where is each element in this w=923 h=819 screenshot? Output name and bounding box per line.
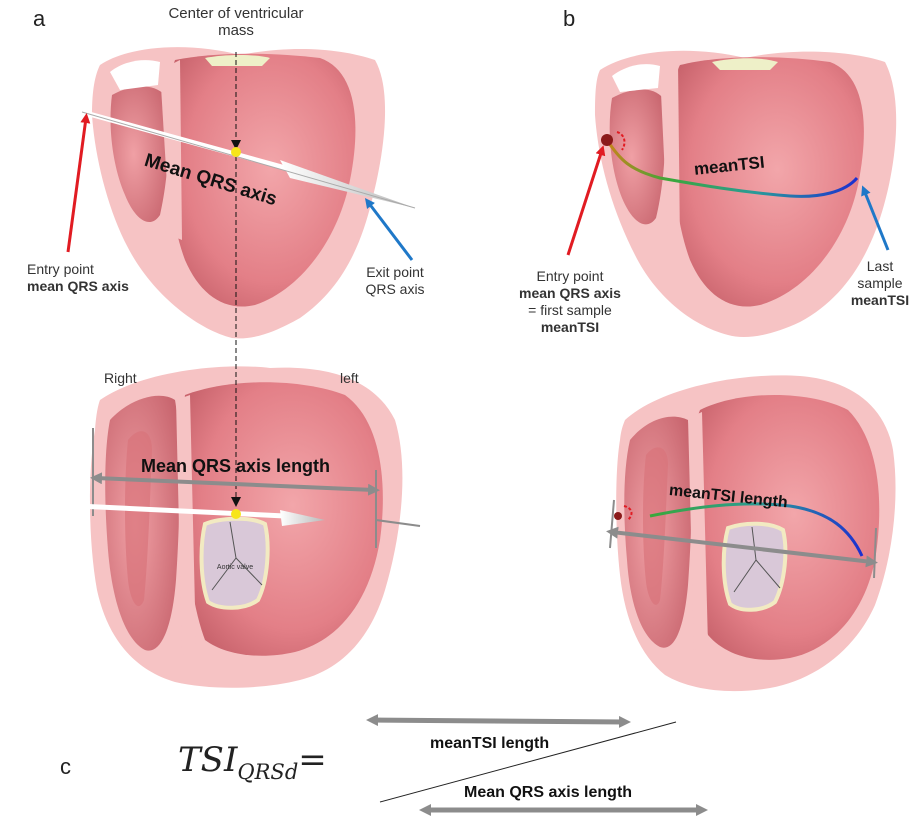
exit-point-label: Exit point QRS axis	[345, 264, 445, 298]
formula-denominator: Mean QRS axis length	[464, 784, 632, 802]
formula-equals: =	[298, 740, 327, 780]
formula-lhs-text: TSI	[178, 740, 237, 780]
entry-point-b-line1: Entry point	[510, 268, 630, 285]
center-of-mass-label: Center of ventricular mass	[150, 5, 322, 39]
panel-label-a: a	[33, 6, 45, 32]
panel-label-c: c	[60, 754, 71, 780]
entry-point-b-line4: meanTSI	[510, 319, 630, 336]
entry-point-a-line1: Entry point	[27, 261, 157, 278]
formula-subscript: QRSd	[237, 760, 298, 784]
last-sample-line2: sample	[845, 275, 915, 292]
exit-arrow	[368, 202, 412, 260]
entry-arrow-b	[568, 150, 602, 255]
entry-point-b-label: Entry point mean QRS axis = first sample…	[510, 268, 630, 336]
tsi-formula-lhs: TSIQRSd=	[178, 740, 327, 784]
panel-label-b: b	[563, 6, 575, 32]
center-mass-marker	[231, 147, 241, 157]
left-label: left	[340, 370, 359, 387]
formula-numerator: meanTSI length	[430, 735, 549, 753]
entry-marker-bottom-b	[614, 512, 622, 520]
entry-point-b-line2: mean QRS axis	[510, 285, 630, 302]
entry-point-b-line3: = first sample	[510, 302, 630, 319]
exit-point-line1: Exit point	[345, 264, 445, 281]
axis-length-tick-left-b	[610, 500, 614, 548]
right-label: Right	[104, 370, 137, 387]
entry-point-a-label: Entry point mean QRS axis	[27, 261, 157, 295]
exit-point-line2: QRS axis	[345, 281, 445, 298]
last-sample-label: Last sample meanTSI	[845, 258, 915, 309]
heart-b-bottom	[616, 375, 895, 691]
entry-point-a-line2: mean QRS axis	[27, 278, 157, 295]
mean-qrs-axis-length-label: Mean QRS axis length	[141, 456, 330, 477]
last-sample-line3: meanTSI	[845, 292, 915, 309]
numerator-arrow	[372, 720, 625, 722]
entry-arrow-a	[68, 118, 86, 252]
aortic-valve-label: Aortic valve	[213, 563, 257, 572]
entry-marker-b	[601, 134, 613, 146]
heart-a-bottom	[90, 366, 402, 687]
last-sample-line1: Last	[845, 258, 915, 275]
bottom-center-marker	[231, 509, 241, 519]
